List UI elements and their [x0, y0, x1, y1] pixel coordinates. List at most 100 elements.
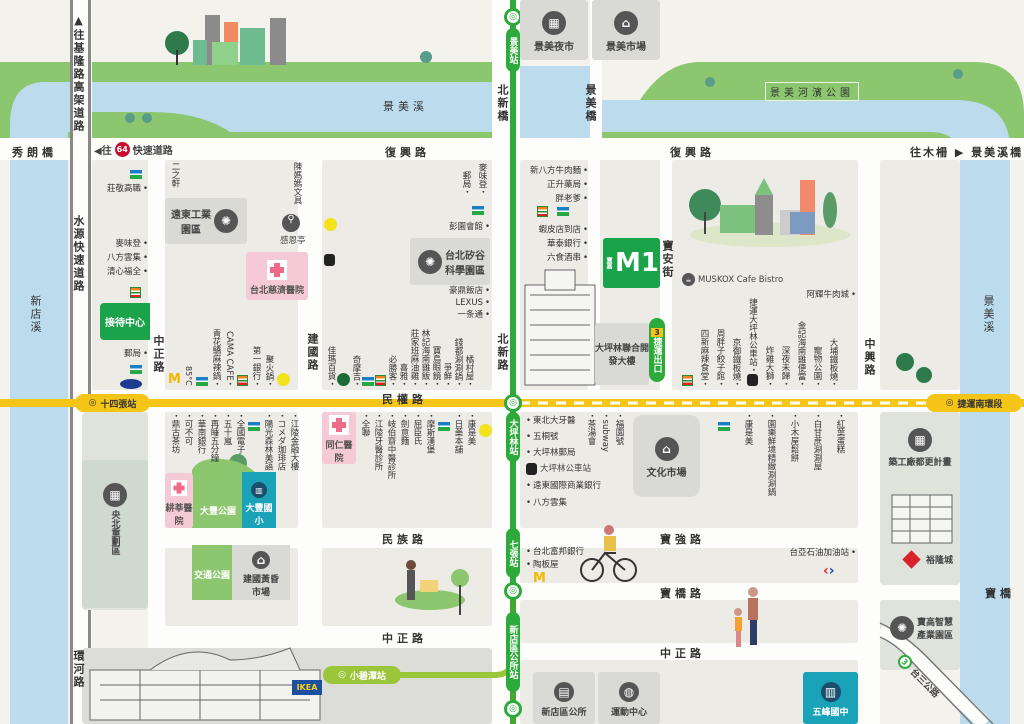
poi-item[interactable]: 陽光森林美語: [263, 414, 273, 471]
poi-item[interactable]: 遠東國際商業銀行: [526, 481, 601, 491]
poi-item[interactable]: 陶板屋: [526, 560, 584, 570]
poi-gas-station[interactable]: 台亞石油加油站: [789, 548, 856, 558]
place-dapinglin-joint-building[interactable]: 大坪林聯合開發大樓: [595, 323, 649, 385]
poi-item[interactable]: 彭園會館: [449, 222, 490, 232]
place-culture-market[interactable]: ⌂文化市場: [633, 415, 700, 497]
poi-item[interactable]: 麥味登: [477, 163, 487, 194]
poi-item[interactable]: 爭鮮: [442, 363, 452, 386]
poi-item[interactable]: 八方雲集: [526, 498, 601, 508]
poi-dapinglin-bus-station[interactable]: 大坪林公車站: [526, 463, 591, 475]
poi-item[interactable]: LEXUS: [455, 298, 490, 308]
place-traffic-park[interactable]: 交通公園: [193, 570, 230, 581]
poi-zhuangjing-vocational[interactable]: 莊敬高職: [107, 184, 148, 194]
poi-bafang[interactable]: 八方雲集: [107, 253, 148, 263]
poi-item[interactable]: 一条通: [457, 310, 490, 320]
poi-item[interactable]: 炸雞大獅: [764, 346, 774, 386]
poi-item[interactable]: 阿輝牛肉城: [806, 290, 856, 300]
place-jingmei-market[interactable]: ⌂景美市場: [592, 0, 660, 60]
poi-item[interactable]: 江陵金融大樓: [289, 414, 299, 471]
poi-chen-stationery[interactable]: 陳媽媽文具: [292, 162, 302, 205]
mrt-station-qizhang[interactable]: 七張站: [506, 528, 520, 578]
poi-item[interactable]: 青花驕麻辣鍋: [211, 329, 221, 386]
poi-erzhixuan[interactable]: 二之軒: [170, 162, 180, 188]
poi-item[interactable]: 豪鼎飯店: [449, 286, 490, 296]
place-baogao-smart-park[interactable]: ✺寶高智慧產業園區: [885, 608, 955, 648]
poi-item[interactable]: 第一銀行: [251, 346, 261, 386]
poi-chingshin[interactable]: 清心福全: [107, 267, 148, 277]
poi-item[interactable]: 奇摩吉: [351, 355, 361, 386]
poi-item[interactable]: 必勝客: [387, 355, 397, 386]
poi-item[interactable]: 白甘蔗涮涮屋: [812, 414, 822, 471]
place-dafeng-park[interactable]: 大豐公園: [200, 506, 237, 517]
mrt-station-icon-qizhang[interactable]: ◎: [504, 582, 522, 600]
place-dafeng-elementary[interactable]: ▥大豐國小: [242, 478, 276, 528]
mrt-station-xindian-district-office[interactable]: 新店區公所站: [506, 612, 520, 692]
poi-item[interactable]: 劍意麵: [399, 414, 409, 446]
poi-item[interactable]: 可不可: [183, 414, 193, 446]
poi-item[interactable]: 深夜未歸: [780, 346, 790, 386]
place-xindian-district-office[interactable]: ▤新店區公所: [533, 672, 595, 724]
place-factory-urban-renewal[interactable]: ▦築工廠都更計畫: [880, 425, 960, 485]
poi-item[interactable]: 康是美: [466, 414, 476, 446]
poi-item[interactable]: 華泰銀行: [547, 239, 588, 249]
place-fareast-industrial-park[interactable]: 遠東工業園區✺: [165, 198, 247, 244]
poi-item[interactable]: 周胖子餃子館: [715, 329, 725, 386]
poi-item[interactable]: 胖老爹: [555, 194, 588, 204]
poi-item[interactable]: 寶島眼鏡: [431, 346, 441, 386]
poi-item[interactable]: 莊家班麻油雞: [409, 329, 419, 386]
place-sports-center[interactable]: ◍運動中心: [598, 672, 660, 724]
poi-item[interactable]: 福園號: [614, 414, 624, 446]
poi-item[interactable]: 屈臣氏: [412, 414, 422, 446]
place-tongren-hospital[interactable]: 同仁醫院: [322, 412, 356, 464]
poi-mywaydeng[interactable]: 麥味登: [115, 239, 148, 249]
poi-item[interactable]: コメダ珈琲店: [276, 414, 286, 471]
mrt-station-shisizhang[interactable]: ◎十四張站: [75, 394, 150, 412]
place-taipei-tzuchi-hospital[interactable]: 台北慈濟醫院: [246, 252, 308, 300]
poi-item[interactable]: 京御鐵板燒: [731, 338, 741, 386]
poi-item[interactable]: 蝦皮店到店: [538, 225, 588, 235]
poi-item[interactable]: 金記海南雞便當: [796, 321, 806, 386]
poi-item[interactable]: 紅葉蛋糕: [835, 414, 845, 454]
poi-item[interactable]: 橘村屋: [464, 355, 474, 386]
poi-item[interactable]: 聚火鍋: [264, 355, 274, 386]
poi-item[interactable]: 華南銀行: [196, 414, 206, 454]
poi-item[interactable]: 六食酒串: [547, 253, 588, 263]
bus-stop-icon[interactable]: [324, 254, 335, 266]
poi-item[interactable]: 東北大牙醫: [526, 416, 576, 426]
poi-item[interactable]: 江陵牙醫診所: [373, 414, 383, 471]
poi-item[interactable]: 林記海南雞飯: [420, 329, 430, 386]
place-yangbei-redevelopment[interactable]: ▦央北重劃區: [82, 480, 148, 600]
poi-item[interactable]: 捷運大坪林公車站: [748, 298, 758, 372]
poi-item[interactable]: 喜雅: [398, 363, 408, 386]
place-jianguo-evening-market[interactable]: ⌂建國黃昏市場: [232, 545, 290, 600]
poi-item[interactable]: 鼎古茶坊: [170, 414, 180, 454]
poi-item[interactable]: 新八方牛肉麵: [530, 166, 588, 176]
poi-item[interactable]: 五桐號: [526, 432, 576, 442]
place-yulon-city[interactable]: 裕隆城: [902, 550, 953, 569]
mrt-station-icon-xindian-district-office[interactable]: ◎: [504, 700, 522, 718]
mrt-station-icon-dapinglin[interactable]: ◎: [504, 394, 522, 412]
mrt-circular-line-south[interactable]: ◎捷運南環段: [926, 394, 1022, 412]
place-wufeng-junior-high[interactable]: ▥五峰國中: [803, 672, 858, 724]
poi-item[interactable]: 全聯: [360, 414, 370, 437]
poi-item[interactable]: 四新麻辣食堂: [699, 329, 709, 386]
poi-item[interactable]: subway: [600, 414, 610, 452]
poi-item[interactable]: 再睡五分鐘: [209, 414, 219, 463]
poi-item[interactable]: 正升藥局: [547, 180, 588, 190]
poi-item[interactable]: 大埔鐵板燒: [828, 338, 838, 386]
mrt-station-dapinglin[interactable]: 大坪林站: [506, 412, 520, 462]
poi-muskox-cafe[interactable]: ☕MUSKOX Cafe Bistro: [682, 273, 783, 286]
poi-item[interactable]: 寵物公園: [812, 346, 822, 386]
poi-item[interactable]: 台北富邦銀行: [526, 547, 584, 557]
poi-item[interactable]: 錢都涮涮鍋: [453, 338, 463, 386]
poi-item[interactable]: 大坪林郵局: [526, 448, 576, 458]
place-taipei-silicon-valley-park[interactable]: ✺台北矽谷科學園區: [410, 238, 490, 285]
poi-item[interactable]: 摩斯漢堡: [425, 414, 435, 454]
mrt-station-jingmei[interactable]: 景美站: [506, 28, 520, 72]
poi-item[interactable]: 五十嵐: [222, 414, 232, 446]
mrt-station-xiaobitan[interactable]: ◎小碧潭站: [323, 666, 401, 684]
poi-post-office[interactable]: 郵局: [124, 349, 148, 359]
bus-stop-icon[interactable]: [747, 374, 758, 386]
